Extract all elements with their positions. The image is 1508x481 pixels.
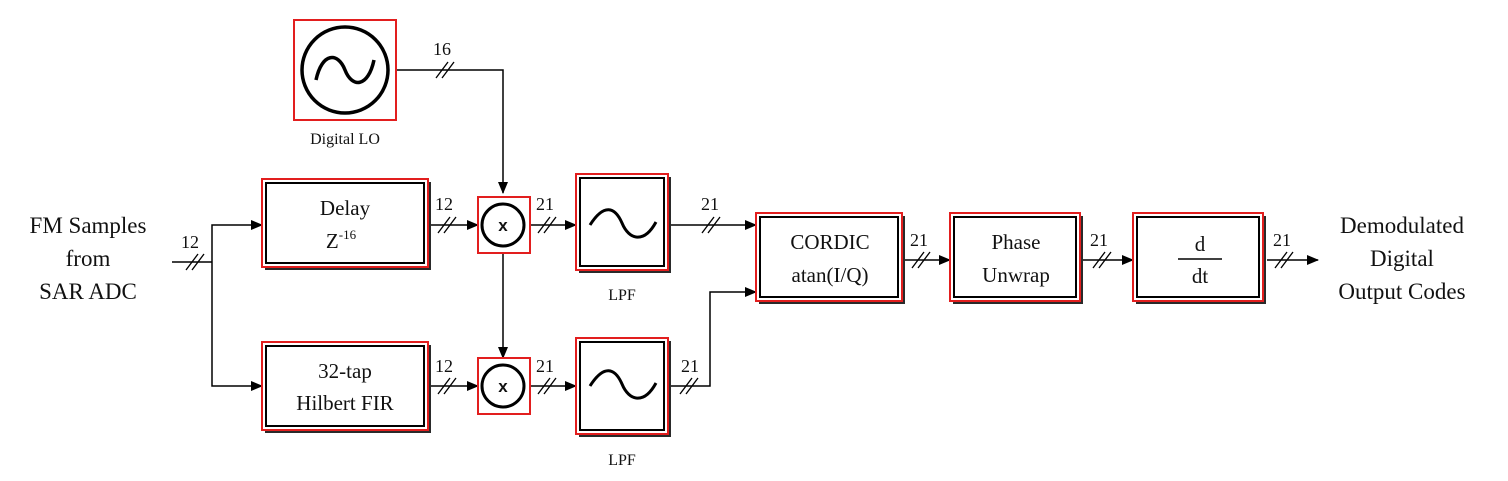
bus-width-lpf-bot-out: 21 bbox=[681, 356, 699, 376]
wire-split-down bbox=[211, 262, 263, 391]
delay-exponent: -16 bbox=[339, 227, 357, 242]
digital-lo-block: Digital LO bbox=[293, 19, 397, 148]
mixer-top: x bbox=[477, 196, 531, 254]
signal-wires bbox=[172, 69, 1319, 391]
output-label-line3: Output Codes bbox=[1338, 279, 1465, 304]
oscillator-icon bbox=[300, 25, 390, 115]
slash-deriv bbox=[1274, 251, 1288, 269]
hilbert-fir-block: 32-tap Hilbert FIR bbox=[261, 341, 431, 433]
slash-cordic bbox=[911, 251, 925, 269]
slash-lpf-top bbox=[701, 216, 715, 234]
lpf-bottom-label: LPF bbox=[608, 452, 636, 469]
cordic-label-line1: CORDIC bbox=[790, 230, 869, 254]
phase-unwrap-block: Phase Unwrap bbox=[949, 212, 1083, 304]
sine-wave-icon bbox=[314, 56, 376, 84]
slash-delay-out-2 bbox=[443, 216, 457, 234]
bus-width-hilbert-out: 12 bbox=[435, 356, 453, 376]
bus-width-lpf-top-out: 21 bbox=[701, 194, 719, 214]
lpf-top-block: LPF bbox=[575, 173, 671, 304]
bus-width-unwrap-out: 21 bbox=[1090, 230, 1108, 250]
lpf-top-label: LPF bbox=[608, 287, 636, 304]
slash-deriv-2 bbox=[1280, 251, 1294, 269]
derivative-denominator: dt bbox=[1192, 264, 1209, 288]
lpf-top-wave-icon bbox=[588, 208, 658, 239]
wire-lo bbox=[397, 69, 508, 194]
slash-mixer-bot bbox=[537, 377, 551, 395]
bus-width-mixer-bot-out: 21 bbox=[536, 356, 554, 376]
bus-width-lo: 16 bbox=[433, 39, 451, 59]
delay-transfer: Z-16 bbox=[326, 227, 357, 253]
bus-width-deriv-out: 21 bbox=[1273, 230, 1291, 250]
bus-width-mixer-top-out: 21 bbox=[536, 194, 554, 214]
mixer-bottom-symbol: x bbox=[498, 377, 508, 396]
unwrap-label-line1: Phase bbox=[992, 230, 1041, 254]
input-label-line3: SAR ADC bbox=[39, 279, 137, 304]
delay-block: Delay Z-16 bbox=[261, 178, 431, 270]
bus-width-labels: 12 16 12 12 21 21 21 21 21 21 21 bbox=[181, 39, 1291, 376]
slash-input-2 bbox=[191, 253, 205, 271]
slash-cordic-2 bbox=[917, 251, 931, 269]
bus-width-delay-out: 12 bbox=[435, 194, 453, 214]
hilbert-label-line2: Hilbert FIR bbox=[296, 391, 393, 415]
input-label-line2: from bbox=[66, 246, 111, 271]
slash-lpf-bot-2 bbox=[685, 377, 699, 395]
wire-lpf-bot-out bbox=[670, 287, 757, 387]
output-label: Demodulated Digital Output Codes bbox=[1338, 213, 1465, 304]
hilbert-label-line1: 32-tap bbox=[318, 359, 372, 383]
cordic-label-line2: atan(I/Q) bbox=[792, 263, 869, 287]
slash-delay-out bbox=[437, 216, 451, 234]
input-label: FM Samples from SAR ADC bbox=[30, 213, 147, 304]
bus-slashes bbox=[185, 61, 1294, 395]
lpf-bottom-block: LPF bbox=[575, 337, 671, 469]
output-label-line1: Demodulated bbox=[1340, 213, 1464, 238]
slash-mixer-top bbox=[537, 216, 551, 234]
slash-unwrap-2 bbox=[1098, 251, 1112, 269]
input-label-line1: FM Samples bbox=[30, 213, 147, 238]
slash-input bbox=[185, 253, 199, 271]
slash-lo-2 bbox=[441, 61, 455, 79]
wire-split-up bbox=[211, 220, 263, 262]
lpf-bottom-wave-icon bbox=[588, 369, 658, 400]
cordic-block: CORDIC atan(I/Q) bbox=[755, 212, 905, 304]
output-label-line2: Digital bbox=[1370, 246, 1434, 271]
slash-lpf-bot bbox=[679, 377, 693, 395]
mixer-top-symbol: x bbox=[498, 216, 508, 235]
unwrap-label-line2: Unwrap bbox=[982, 263, 1050, 287]
slash-lo bbox=[435, 61, 449, 79]
bus-width-input: 12 bbox=[181, 232, 199, 252]
derivative-block: d dt bbox=[1132, 212, 1266, 304]
mixer-bottom: x bbox=[477, 357, 531, 415]
slash-hilbert-out-2 bbox=[443, 377, 457, 395]
delay-label: Delay bbox=[320, 196, 371, 220]
slash-hilbert-out bbox=[437, 377, 451, 395]
bus-width-cordic-out: 21 bbox=[910, 230, 928, 250]
slash-unwrap bbox=[1092, 251, 1106, 269]
slash-lpf-top-2 bbox=[707, 216, 721, 234]
derivative-numerator: d bbox=[1195, 232, 1206, 256]
slash-mixer-top-2 bbox=[543, 216, 557, 234]
digital-lo-label: Digital LO bbox=[310, 131, 380, 148]
delay-z: Z bbox=[326, 229, 339, 253]
slash-mixer-bot-2 bbox=[543, 377, 557, 395]
